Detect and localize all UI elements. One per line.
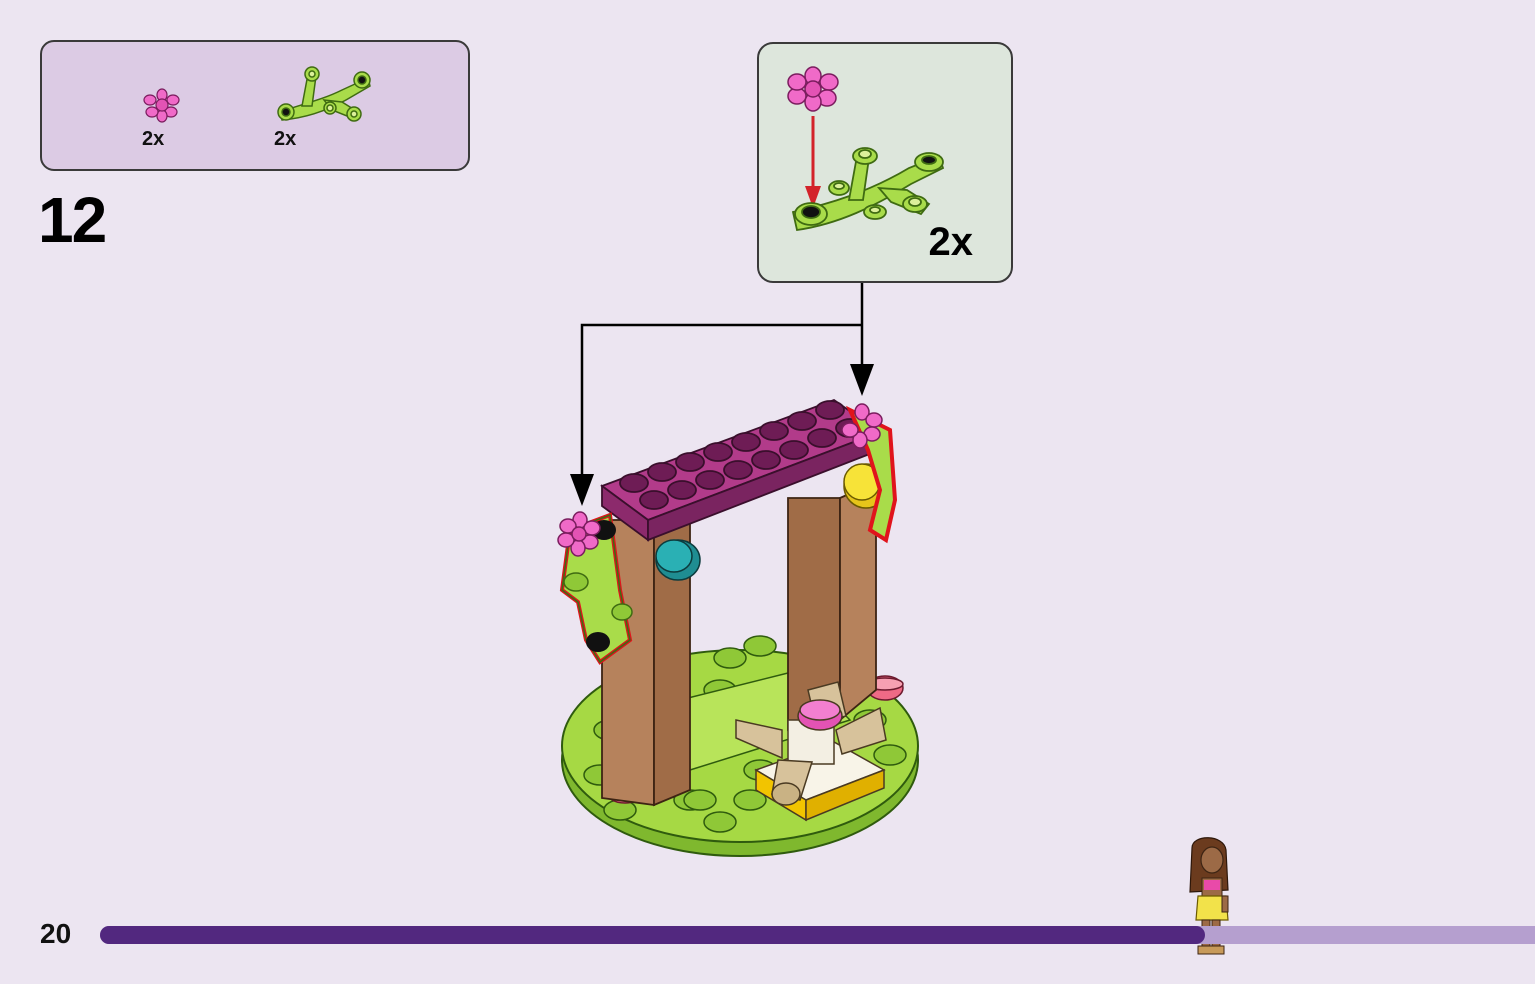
flower-quantity: 2x bbox=[142, 128, 165, 150]
arrow-head-right bbox=[850, 364, 874, 396]
arrow-head-left bbox=[570, 474, 594, 506]
front-pillar bbox=[601, 504, 691, 807]
back-pillar bbox=[787, 480, 877, 732]
leaf-branch-quantity: 2x bbox=[274, 128, 297, 150]
tan-spinner-element bbox=[735, 681, 887, 822]
progress-bar-fill bbox=[100, 926, 1205, 944]
magenta-top-brick bbox=[600, 398, 882, 542]
left-flower-branch bbox=[557, 511, 633, 665]
build-model-illustration bbox=[557, 398, 919, 857]
subassembly-illustration bbox=[787, 66, 945, 232]
pink-flower-icon bbox=[143, 88, 180, 123]
page-number: 20 bbox=[40, 918, 72, 949]
subassembly-box: 2x bbox=[757, 42, 1013, 283]
subassembly-quantity: 2x bbox=[928, 220, 974, 264]
parts-list-box: 2x 2x bbox=[40, 40, 470, 171]
progress-bar-track bbox=[100, 926, 1535, 944]
right-flower-branch bbox=[841, 403, 898, 544]
teal-round-tile bbox=[655, 539, 701, 581]
green-leaf-branch-icon bbox=[277, 66, 371, 122]
step-number: 12 bbox=[38, 184, 107, 256]
